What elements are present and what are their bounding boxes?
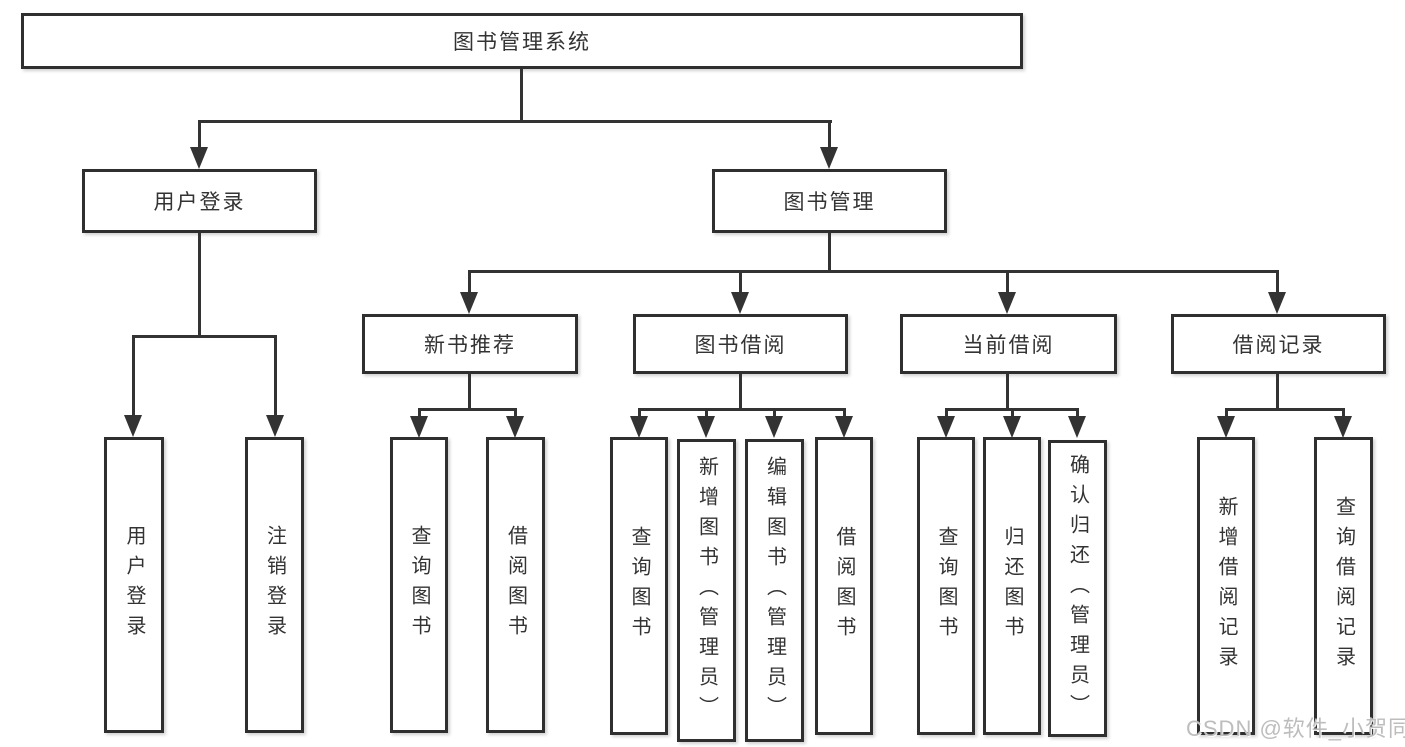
node-borrow-records: 借阅记录	[1171, 314, 1386, 374]
leaf-query-borrow-record: 查询借阅记录	[1314, 437, 1373, 735]
leaf-user-login: 用户登录	[104, 437, 164, 733]
leaf-recommend-borrow-book: 借阅图书	[486, 437, 545, 733]
arrowhead-icon	[410, 416, 428, 438]
connector-login-rail	[132, 335, 277, 338]
connector-borrow-rail	[638, 408, 846, 411]
connector-line	[514, 408, 517, 417]
connector-root-rail	[198, 120, 832, 123]
arrowhead-icon	[998, 292, 1016, 314]
arrowhead-icon	[820, 147, 838, 169]
leaf-recommend-query-book: 查询图书	[390, 437, 448, 733]
leaf-logout-label: 注销登录	[263, 525, 286, 645]
leaf-recommend-query-book-label: 查询图书	[408, 525, 430, 645]
arrowhead-icon	[765, 416, 783, 438]
connector-line	[418, 408, 421, 417]
leaf-borrow-query-book-label: 查询图书	[628, 526, 650, 646]
arrowhead-icon	[731, 292, 749, 314]
connector-line	[638, 408, 641, 417]
leaf-return-book-label: 归还图书	[1001, 526, 1023, 646]
connector-line	[468, 270, 471, 292]
arrowhead-icon	[630, 416, 648, 438]
leaf-recommend-borrow-book-label: 借阅图书	[504, 525, 527, 645]
node-library-system: 图书管理系统	[21, 13, 1023, 69]
connector-borrow-stub	[739, 374, 742, 408]
leaf-edit-book-admin-label: 编辑图书（管理员）	[763, 455, 786, 726]
arrowhead-icon	[1217, 416, 1235, 438]
connector-line	[198, 120, 201, 148]
arrowhead-icon	[1003, 416, 1021, 438]
arrowhead-icon	[460, 292, 478, 314]
connector-recommend-stub	[468, 374, 471, 408]
leaf-add-borrow-record: 新增借阅记录	[1197, 437, 1255, 735]
node-library-system-label: 图书管理系统	[453, 31, 591, 54]
connector-current-stub	[1006, 374, 1009, 408]
leaf-return-book: 归还图书	[983, 437, 1041, 735]
leaf-user-login-label: 用户登录	[123, 525, 145, 645]
connector-line	[1276, 270, 1279, 292]
leaf-confirm-return-admin: 确认归还（管理员）	[1048, 440, 1107, 737]
node-current-borrow-label: 当前借阅	[962, 334, 1055, 357]
arrowhead-icon	[190, 147, 208, 169]
node-new-book-recommend: 新书推荐	[362, 314, 578, 374]
connector-root-stub	[520, 69, 523, 120]
leaf-current-query-book-label: 查询图书	[935, 526, 957, 646]
connector-line	[132, 335, 135, 415]
arrowhead-icon	[1268, 292, 1286, 314]
leaf-query-borrow-record-label: 查询借阅记录	[1332, 496, 1355, 676]
connector-line	[739, 270, 742, 292]
connector-line	[828, 120, 831, 148]
leaf-confirm-return-admin-label: 确认归还（管理员）	[1066, 453, 1089, 724]
node-book-management-label: 图书管理	[783, 191, 876, 214]
node-book-borrow-label: 图书借阅	[694, 334, 787, 357]
connector-manage-rail	[468, 270, 1279, 273]
connector-line	[945, 408, 948, 417]
connector-line	[773, 408, 776, 417]
connector-manage-stub	[828, 233, 831, 270]
connector-records-rail	[1225, 408, 1345, 411]
node-book-borrow: 图书借阅	[633, 314, 848, 374]
leaf-borrow-book: 借阅图书	[815, 437, 873, 735]
csdn-watermark: CSDN @软件_小贺同学	[1186, 716, 1405, 741]
connector-line	[1011, 408, 1014, 417]
connector-line	[1006, 270, 1009, 292]
node-borrow-records-label: 借阅记录	[1232, 334, 1325, 357]
connector-line	[1342, 408, 1345, 417]
connector-login-stub	[198, 233, 201, 335]
leaf-current-query-book: 查询图书	[917, 437, 975, 735]
arrowhead-icon	[937, 416, 955, 438]
connector-line	[705, 408, 708, 417]
connector-line	[1076, 408, 1079, 417]
arrowhead-icon	[1068, 416, 1086, 438]
node-user-login: 用户登录	[82, 169, 317, 233]
arrowhead-icon	[124, 415, 142, 437]
connector-recommend-rail	[418, 408, 517, 411]
node-user-login-label: 用户登录	[153, 191, 246, 214]
connector-records-stub	[1276, 374, 1279, 408]
connector-line	[1225, 408, 1228, 417]
arrowhead-icon	[1334, 416, 1352, 438]
node-new-book-recommend-label: 新书推荐	[424, 334, 516, 357]
connector-line	[274, 335, 277, 415]
node-current-borrow: 当前借阅	[900, 314, 1117, 374]
leaf-logout: 注销登录	[245, 437, 304, 733]
leaf-borrow-book-label: 借阅图书	[833, 526, 855, 646]
connector-line	[843, 408, 846, 417]
leaf-borrow-query-book: 查询图书	[610, 437, 668, 735]
leaf-edit-book-admin: 编辑图书（管理员）	[745, 439, 804, 742]
leaf-add-book-admin: 新增图书（管理员）	[677, 439, 736, 742]
arrowhead-icon	[506, 416, 524, 438]
node-book-management: 图书管理	[712, 169, 947, 233]
arrowhead-icon	[697, 416, 715, 438]
arrowhead-icon	[835, 416, 853, 438]
arrowhead-icon	[266, 415, 284, 437]
leaf-add-book-admin-label: 新增图书（管理员）	[695, 455, 718, 726]
leaf-add-borrow-record-label: 新增借阅记录	[1215, 496, 1237, 676]
